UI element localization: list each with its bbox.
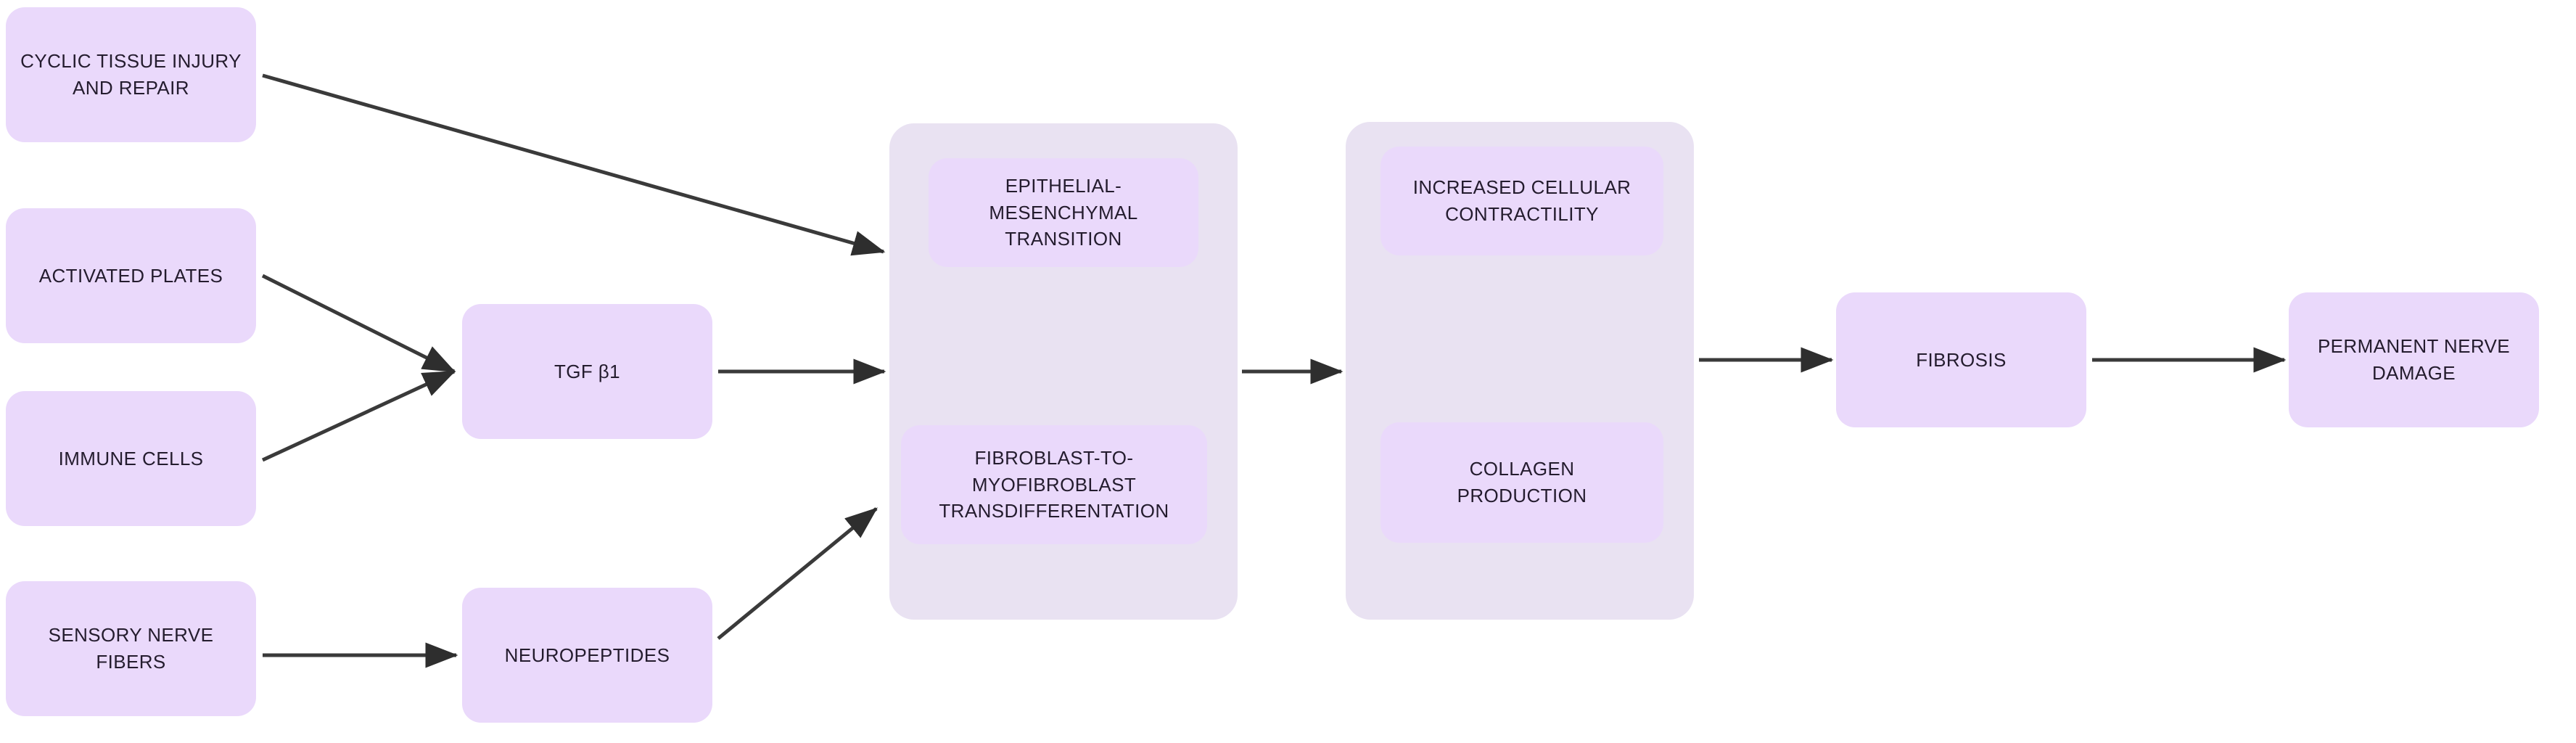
node-activated-plates[interactable]: ACTIVATED PLATES bbox=[6, 208, 256, 343]
node-label: EPITHELIAL- MESENCHYMAL TRANSITION bbox=[989, 174, 1138, 250]
node-permanent-nerve-damage[interactable]: PERMANENT NERVE DAMAGE bbox=[2289, 292, 2539, 427]
node-sensory-nerve-fibers[interactable]: SENSORY NERVE FIBERS bbox=[6, 581, 256, 716]
node-label: FIBROBLAST-TO- MYOFIBROBLAST TRANSDIFFER… bbox=[939, 446, 1169, 522]
node-label: ACTIVATED PLATES bbox=[38, 264, 223, 287]
node-increased-cellular-contractility[interactable]: INCREASED CELLULAR CONTRACTILITY bbox=[1380, 147, 1663, 255]
edge-immune-to-tgf bbox=[261, 369, 456, 462]
node-immune-cells[interactable]: IMMUNE CELLS bbox=[6, 391, 256, 526]
node-fibroblast-to-myofibroblast[interactable]: FIBROBLAST-TO- MYOFIBROBLAST TRANSDIFFER… bbox=[901, 425, 1207, 544]
node-neuropeptides[interactable]: NEUROPEPTIDES bbox=[462, 588, 712, 723]
node-tgf-beta1[interactable]: TGF β1 bbox=[462, 304, 712, 439]
node-label: NEUROPEPTIDES bbox=[504, 644, 670, 666]
node-label: IMMUNE CELLS bbox=[58, 447, 204, 469]
node-label: FIBROSIS bbox=[1916, 348, 2007, 371]
node-fibrosis[interactable]: FIBROSIS bbox=[1836, 292, 2086, 427]
node-epithelial-mesenchymal-transition[interactable]: EPITHELIAL- MESENCHYMAL TRANSITION bbox=[929, 158, 1198, 267]
node-collagen-production[interactable]: COLLAGEN PRODUCTION bbox=[1380, 422, 1663, 543]
node-label: SENSORY NERVE FIBERS bbox=[48, 624, 214, 673]
edge-cyclic-to-group1 bbox=[262, 73, 886, 256]
edge-neuropeptides-to-group1 bbox=[717, 507, 878, 640]
node-label: TGF β1 bbox=[554, 360, 621, 382]
edge-plates-to-tgf bbox=[261, 274, 456, 374]
node-label: CYCLIC TISSUE INJURY AND REPAIR bbox=[20, 50, 242, 99]
node-label: INCREASED CELLULAR CONTRACTILITY bbox=[1412, 176, 1631, 225]
node-cyclic-tissue-injury[interactable]: CYCLIC TISSUE INJURY AND REPAIR bbox=[6, 7, 256, 142]
node-label: COLLAGEN PRODUCTION bbox=[1457, 458, 1587, 506]
node-label: PERMANENT NERVE DAMAGE bbox=[2317, 335, 2511, 384]
